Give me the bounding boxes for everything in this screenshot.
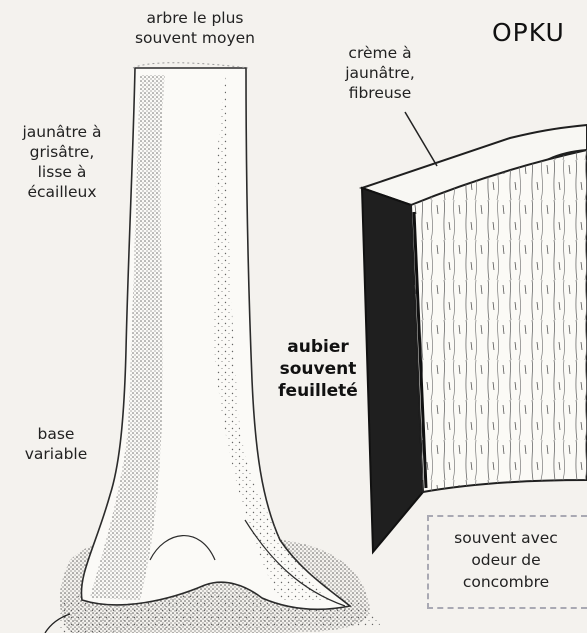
label-line: souvent moyen (100, 28, 290, 48)
label-line: crème à (320, 43, 440, 63)
label-line: fibreuse (320, 83, 440, 103)
label-line: jaunâtre, (320, 63, 440, 83)
label-base: base variable (0, 424, 112, 464)
label-tree-size: arbre le plus souvent moyen (100, 8, 290, 48)
wood-leader-line (405, 112, 437, 166)
label-line: arbre le plus (100, 8, 290, 28)
page-title: OPKU (492, 18, 565, 47)
label-wood: crème à jaunâtre, fibreuse (320, 43, 440, 103)
label-line: concombre (430, 571, 582, 593)
label-line: aubier (268, 336, 368, 358)
label-bark: jaunâtre à grisâtre, lisse à écailleux (0, 122, 124, 202)
label-line: jaunâtre à (0, 122, 124, 142)
label-line: base (0, 424, 112, 444)
label-line: odeur de (430, 549, 582, 571)
label-line: feuilleté (268, 380, 368, 402)
wood-block (362, 125, 587, 552)
label-line: souvent (268, 358, 368, 380)
label-sapwood: aubier souvent feuilleté (268, 336, 368, 402)
label-line: grisâtre, (0, 142, 124, 162)
label-line: variable (0, 444, 112, 464)
label-line: écailleux (0, 182, 124, 202)
odor-note: souvent avec odeur de concombre (430, 527, 582, 593)
label-line: lisse à (0, 162, 124, 182)
label-line: souvent avec (430, 527, 582, 549)
